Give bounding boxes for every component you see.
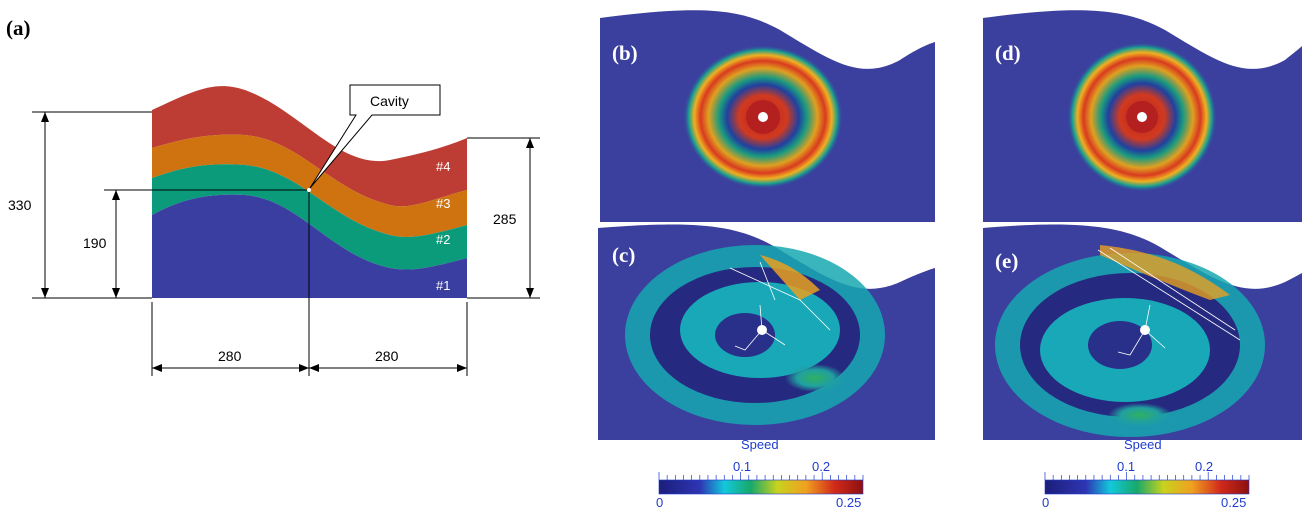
layer-label-3: #3 bbox=[436, 196, 450, 211]
fractures-e bbox=[1097, 247, 1241, 356]
dim-280-left: 280 bbox=[218, 348, 242, 364]
colorbar-2-max: 0.25 bbox=[1221, 495, 1246, 507]
panel-b-label: (b) bbox=[612, 41, 638, 65]
source-point-c bbox=[757, 325, 767, 335]
dimension-arrows bbox=[41, 112, 534, 372]
dim-285: 285 bbox=[493, 211, 517, 227]
colorbar-2-ticks bbox=[1044, 472, 1250, 480]
colorbar-1-max: 0.25 bbox=[836, 495, 861, 507]
dimension-lines bbox=[32, 111, 540, 376]
source-point-e bbox=[1140, 325, 1150, 335]
colorbar-1-tick-0.2: 0.2 bbox=[812, 459, 830, 474]
panel-a: (a) #1 #2 #3 #4 bbox=[6, 16, 540, 376]
colorbar-1-min: 0 bbox=[656, 495, 663, 507]
colorbar-2: Speed 0.1 0.2 0 0.25 bbox=[1042, 437, 1250, 507]
field-c-center bbox=[715, 313, 775, 357]
panel-c: (c) bbox=[598, 224, 935, 440]
panel-b: (b) bbox=[600, 10, 935, 222]
field-e-center bbox=[1088, 321, 1152, 369]
dim-190: 190 bbox=[83, 235, 107, 251]
colorbar-2-bar bbox=[1044, 479, 1250, 495]
colorbar-1-bar bbox=[658, 479, 864, 495]
colorbar-1: Speed 0.1 0.2 0 0.25 bbox=[656, 437, 864, 507]
colorbar-2-title: Speed bbox=[1124, 437, 1162, 452]
layer-label-4: #4 bbox=[436, 159, 450, 174]
dim-330: 330 bbox=[8, 197, 32, 213]
colorbar-1-ticks bbox=[658, 472, 864, 480]
panel-d-label: (d) bbox=[995, 41, 1021, 65]
panel-e: (e) bbox=[983, 224, 1302, 440]
layer-label-2: #2 bbox=[436, 232, 450, 247]
layer-label-1: #1 bbox=[436, 278, 450, 293]
cavity-point bbox=[307, 188, 311, 192]
colorbar-2-tick-0.1: 0.1 bbox=[1117, 459, 1135, 474]
source-point-b bbox=[758, 112, 768, 122]
field-c-hot bbox=[760, 255, 820, 300]
source-point-d bbox=[1137, 112, 1147, 122]
layer-4 bbox=[152, 86, 467, 207]
colorbar-1-title: Speed bbox=[741, 437, 779, 452]
panel-c-label: (c) bbox=[612, 243, 635, 267]
field-c-green bbox=[785, 364, 845, 392]
cavity-callout bbox=[309, 84, 441, 189]
cavity-label: Cavity bbox=[370, 93, 409, 109]
colorbar-1-tick-0.1: 0.1 bbox=[733, 459, 751, 474]
colorbar-2-tick-0.2: 0.2 bbox=[1195, 459, 1213, 474]
panel-a-label: (a) bbox=[6, 16, 31, 40]
colorbar-2-min: 0 bbox=[1042, 495, 1049, 507]
field-e-green bbox=[1108, 403, 1172, 427]
layer-3 bbox=[152, 134, 467, 237]
dim-280-right: 280 bbox=[375, 348, 399, 364]
field-e-hot bbox=[1100, 245, 1230, 300]
panel-d: (d) bbox=[983, 10, 1302, 222]
panel-e-label: (e) bbox=[995, 249, 1018, 273]
